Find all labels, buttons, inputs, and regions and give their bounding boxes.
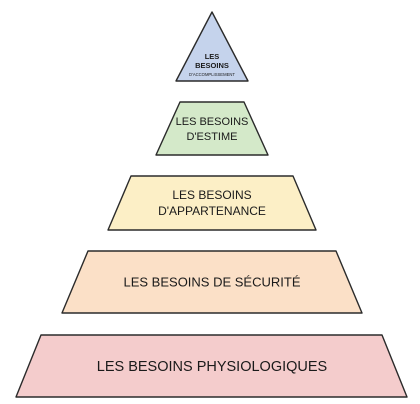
level-physiologiques-shape	[15, 334, 408, 398]
level-estime: LES BESOINS D'ESTIME	[155, 101, 269, 156]
level-accomplissement: LES BESOINS D'ACCOMPLISSEMENT	[175, 11, 249, 82]
level-accomplissement-line-2: BESOINS	[195, 61, 229, 70]
level-appartenance-shape	[107, 175, 317, 231]
level-physiologiques: LES BESOINS PHYSIOLOGIQUES	[15, 334, 408, 398]
level-appartenance-line-1: LES BESOINS	[172, 188, 251, 202]
level-accomplissement-line-3: D'ACCOMPLISSEMENT	[189, 72, 235, 77]
level-securite-line-1: LES BESOINS DE SÉCURITÉ	[124, 274, 301, 289]
level-appartenance: LES BESOINS D'APPARTENANCE	[107, 175, 317, 231]
level-accomplissement-line-1: LES	[205, 52, 220, 61]
level-estime-shape	[155, 101, 269, 156]
level-physiologiques-line-1: LES BESOINS PHYSIOLOGIQUES	[97, 359, 327, 375]
level-accomplissement-shape	[175, 11, 249, 82]
level-appartenance-line-2: D'APPARTENANCE	[158, 204, 266, 218]
level-securite: LES BESOINS DE SÉCURITÉ	[61, 250, 363, 314]
level-estime-line-2: D'ESTIME	[187, 131, 238, 143]
level-securite-shape	[61, 250, 363, 314]
level-estime-line-1: LES BESOINS	[176, 116, 249, 128]
